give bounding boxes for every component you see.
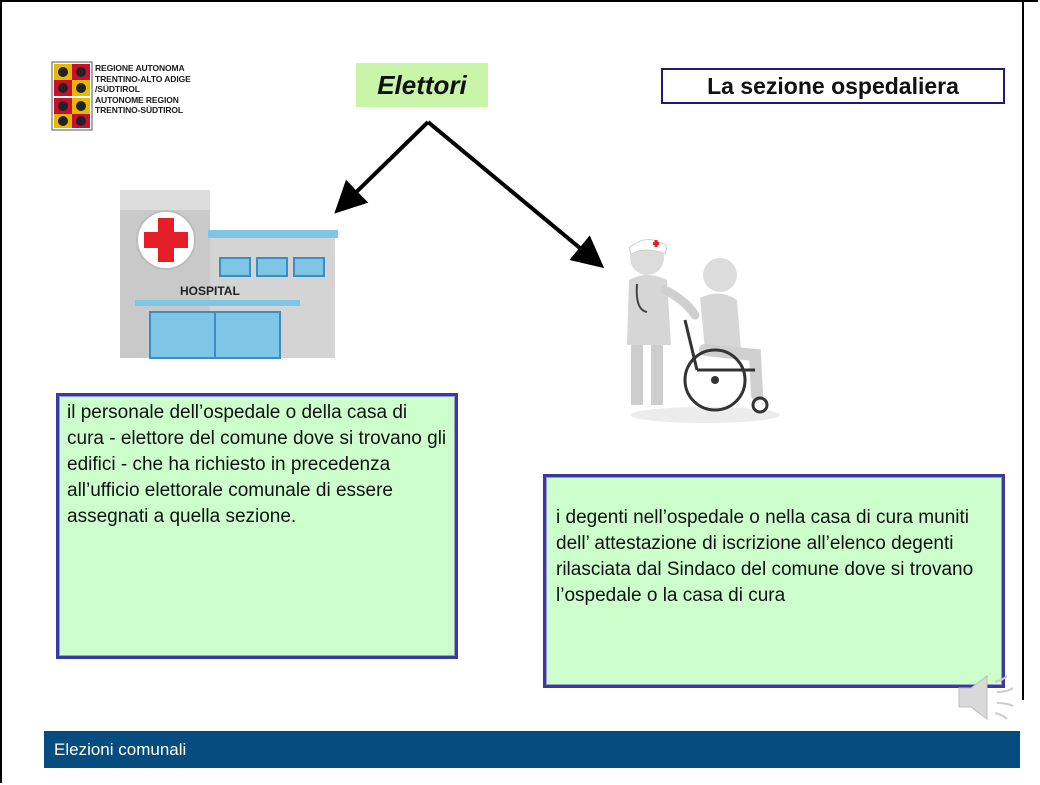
speaker-icon[interactable] <box>955 670 1020 725</box>
nurse-wheelchair-icon <box>627 239 780 423</box>
coat-of-arms-icon <box>51 61 93 131</box>
logo-text: REGIONE AUTONOMA TRENTINO-ALTO ADIGE /SÜ… <box>95 63 191 115</box>
elettori-label: Elettori <box>356 63 488 107</box>
footer-bar: Elezioni comunali <box>44 731 1020 768</box>
patients-description-box: i degenti nell’ospedale o nella casa di … <box>543 474 1005 688</box>
slide-title: La sezione ospedaliera <box>661 68 1005 104</box>
hospital-icon: HOSPITAL <box>120 190 338 359</box>
hospital-sign: HOSPITAL <box>180 284 240 298</box>
footer-label: Elezioni comunali <box>54 740 187 759</box>
staff-description-box: il personale dell’ospedale o della casa … <box>56 393 458 659</box>
slide-frame-right-border <box>1022 0 1024 700</box>
